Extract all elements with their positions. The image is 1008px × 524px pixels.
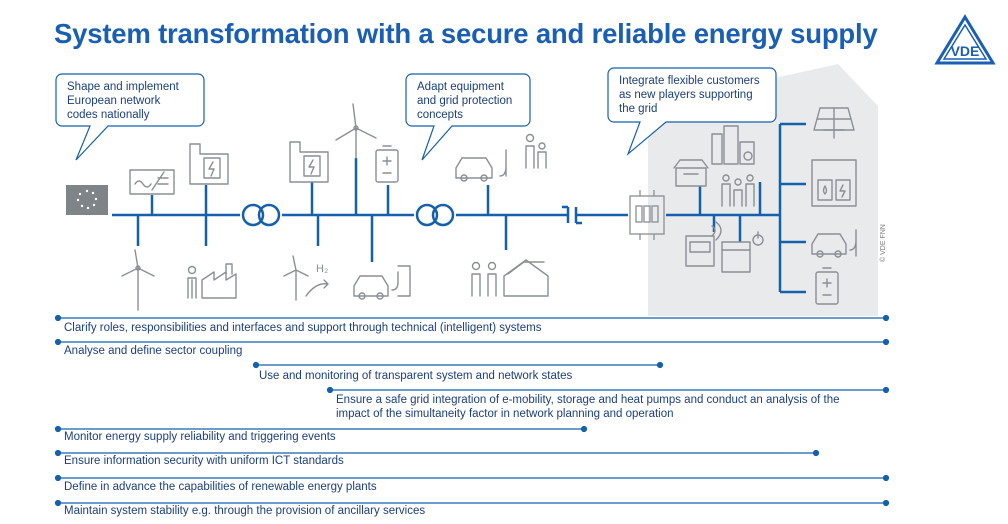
bar-label-ict-security: Ensure information security with uniform… xyxy=(64,455,344,467)
callout-bubble-2 xyxy=(405,73,531,161)
electric-car-icon-3 xyxy=(811,229,857,258)
storage-building-icon-2 xyxy=(289,141,329,183)
wallbox-icon xyxy=(685,221,722,267)
copyright-label: © VDE FNN xyxy=(880,224,887,262)
eu-flag-icon xyxy=(66,185,108,215)
callout-flexible-customers: Integrate flexible customers as new play… xyxy=(619,75,760,115)
electric-car-icon xyxy=(353,265,411,300)
hydrogen-electrolysis-icon xyxy=(283,255,329,301)
flexible-customer-panel xyxy=(648,64,878,316)
callout-network-codes: Shape and implement European network cod… xyxy=(67,81,179,121)
family-icon xyxy=(721,174,755,207)
bar-label-monitoring: Use and monitoring of transparent system… xyxy=(259,370,573,382)
city-buildings-icon xyxy=(711,125,755,165)
wind-turbine-icon xyxy=(121,249,155,311)
callout-bubble-3 xyxy=(607,67,777,156)
bar-label-renewables: Define in advance the capabilities of re… xyxy=(64,481,377,493)
callout-grid-protection: Adapt equipment and grid protection conc… xyxy=(417,81,513,121)
bar-label-roles: Clarify roles, responsibilities and inte… xyxy=(64,322,542,334)
bar-label-reliability: Monitor energy supply reliability and tr… xyxy=(64,431,336,443)
h2-label: H₂ xyxy=(316,263,328,275)
battery-icon xyxy=(375,145,399,183)
bar-label-emobility: Ensure a safe grid integration of e-mobi… xyxy=(336,394,840,420)
smart-meter-icon xyxy=(629,190,665,240)
bar-label-system-stability: Maintain system stability e.g. through t… xyxy=(64,505,426,517)
heat-pump-icon xyxy=(811,159,857,207)
converter-icon xyxy=(129,169,175,195)
storage-building-icon xyxy=(189,143,229,185)
solar-rooftop-icon xyxy=(673,159,709,187)
vde-logo: VDE xyxy=(934,14,996,65)
smart-appliance-icon xyxy=(721,231,764,273)
callout-bubble-1 xyxy=(55,73,205,161)
page-title: System transformation with a secure and … xyxy=(54,18,878,49)
wind-turbine-icon-2 xyxy=(335,103,377,159)
prosumer-house-icon xyxy=(471,259,549,297)
battery-icon-2 xyxy=(815,267,839,305)
consumer-icon xyxy=(187,263,237,299)
bar-label-sector-coupling: Analyse and define sector coupling xyxy=(64,345,243,357)
svg-text:VDE: VDE xyxy=(951,43,980,59)
solar-panel-icon xyxy=(813,107,855,139)
electric-car-icon-2 xyxy=(455,133,547,182)
action-bars xyxy=(54,314,890,507)
